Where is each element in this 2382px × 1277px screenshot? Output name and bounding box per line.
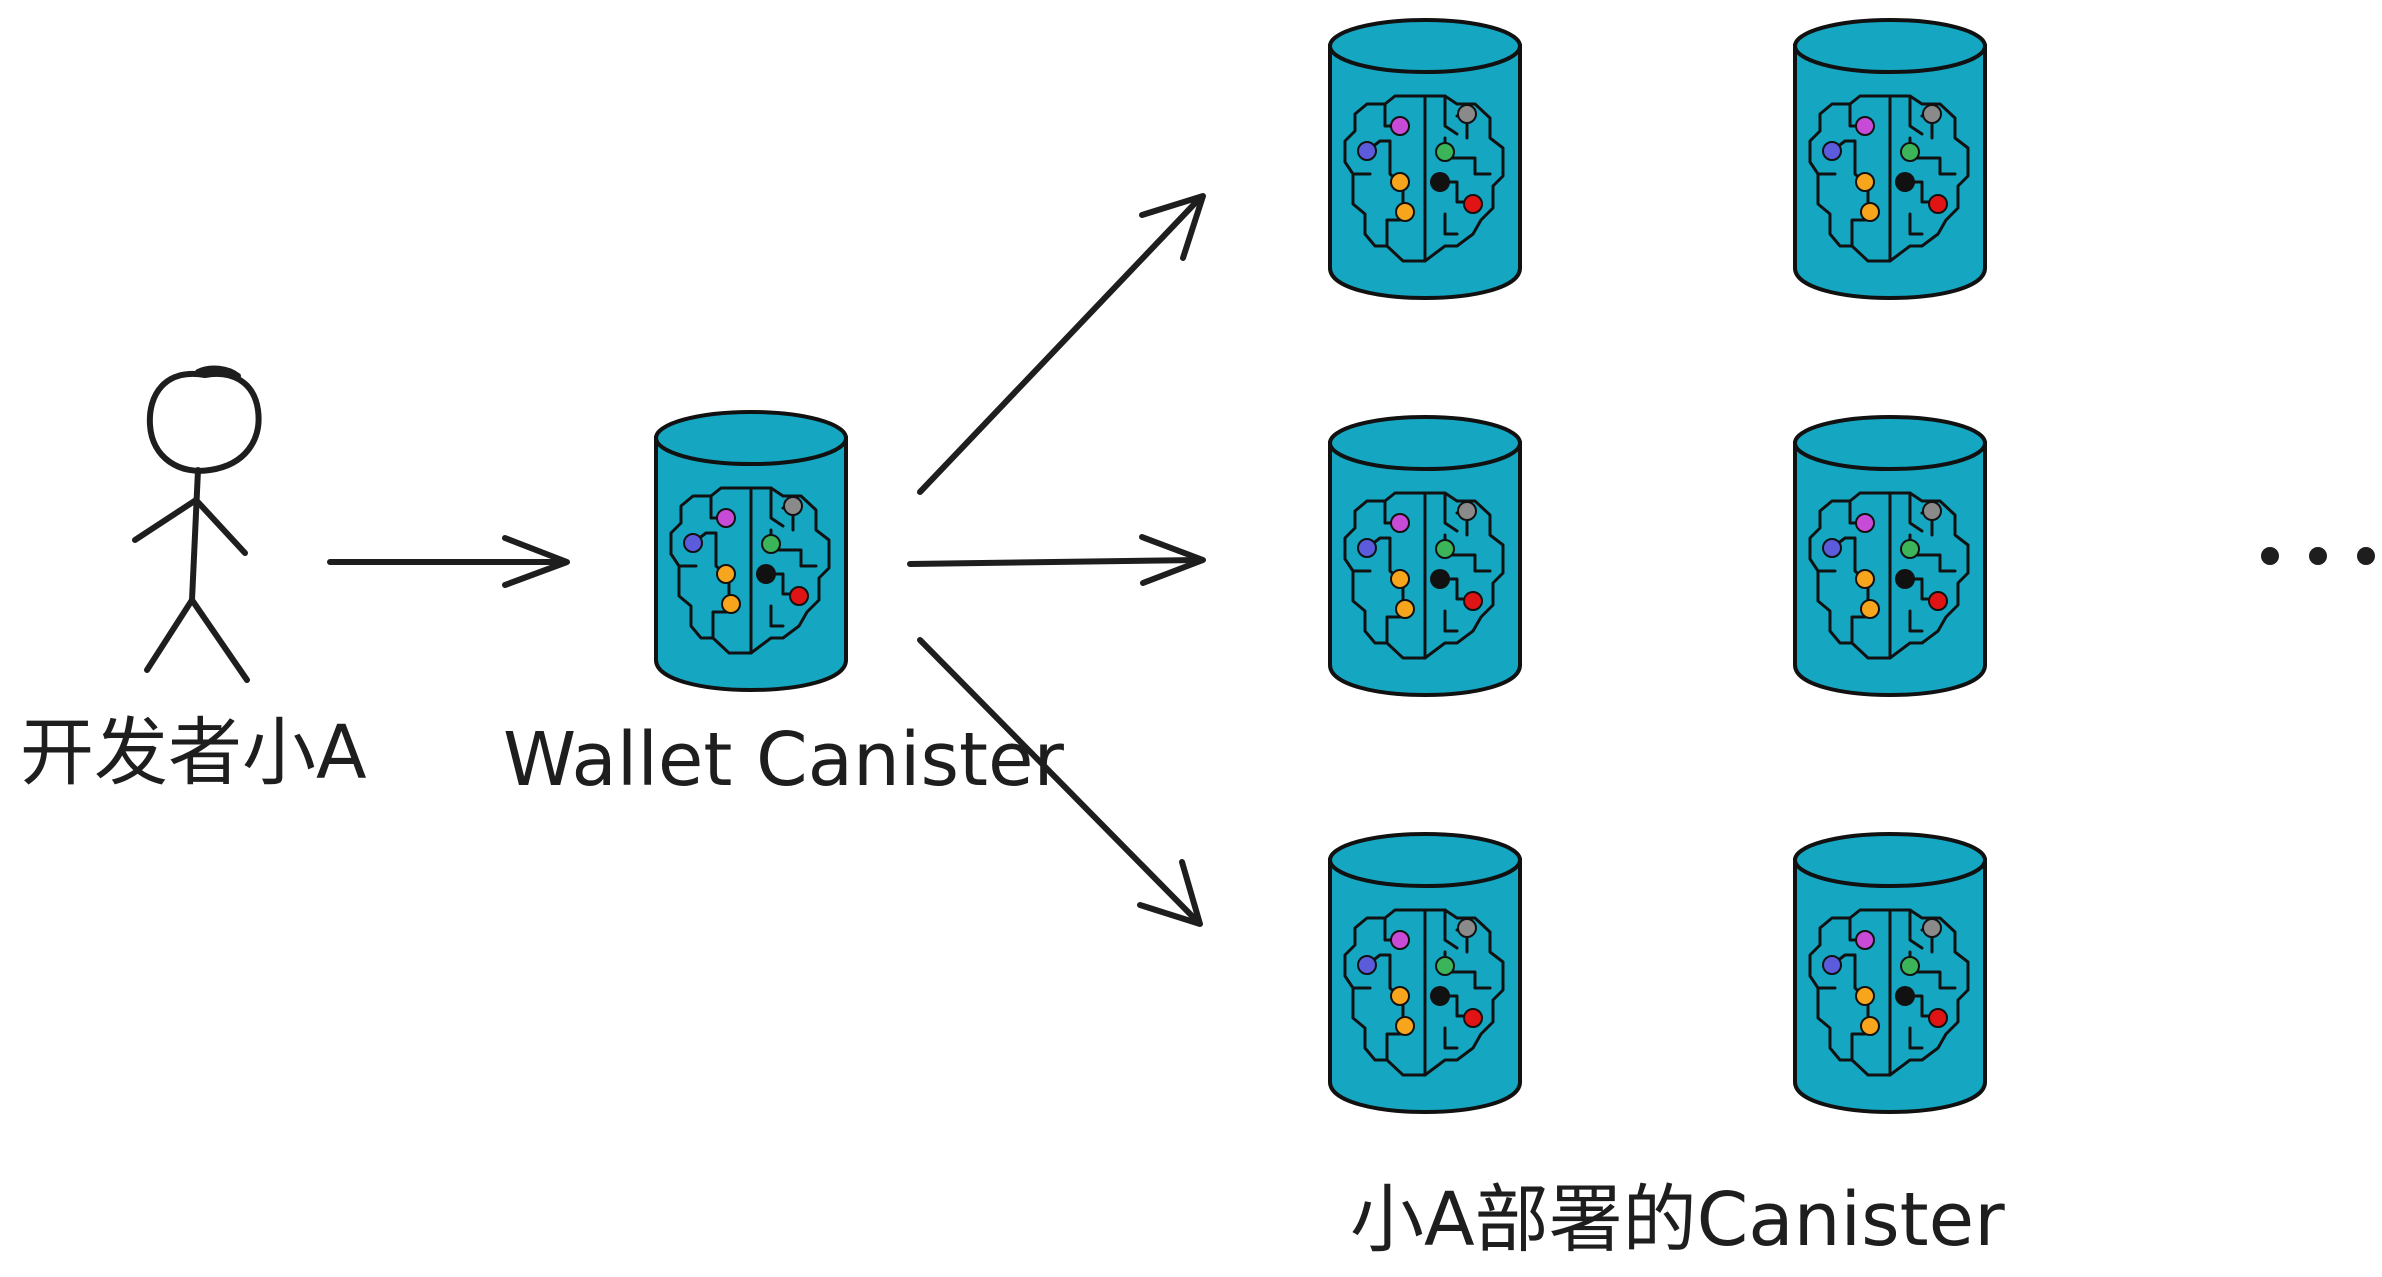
- canister-icon: [1793, 18, 1987, 300]
- wallet-canister-label: Wallet Canister: [503, 717, 1065, 803]
- canister-icon: [1793, 415, 1987, 697]
- deployed-canisters-label: 小A部署的Canister: [1350, 1177, 2005, 1263]
- developer-label: 开发者小A: [20, 710, 367, 796]
- arrow-down-right: [917, 637, 1203, 927]
- arrow-up-right: [917, 193, 1206, 495]
- canister-icon: [1328, 832, 1522, 1114]
- arrow-right: [907, 534, 1206, 586]
- canister-icon: [1328, 415, 1522, 697]
- ellipsis-icon: [2261, 547, 2375, 565]
- developer-stick-figure-icon: [132, 365, 262, 683]
- wallet-canister-icon: [654, 410, 848, 692]
- deployed-canisters: [1328, 18, 1987, 1114]
- canister-icon: [1328, 18, 1522, 300]
- canister-icon: [1793, 832, 1987, 1114]
- arrow-to-wallet: [327, 535, 570, 588]
